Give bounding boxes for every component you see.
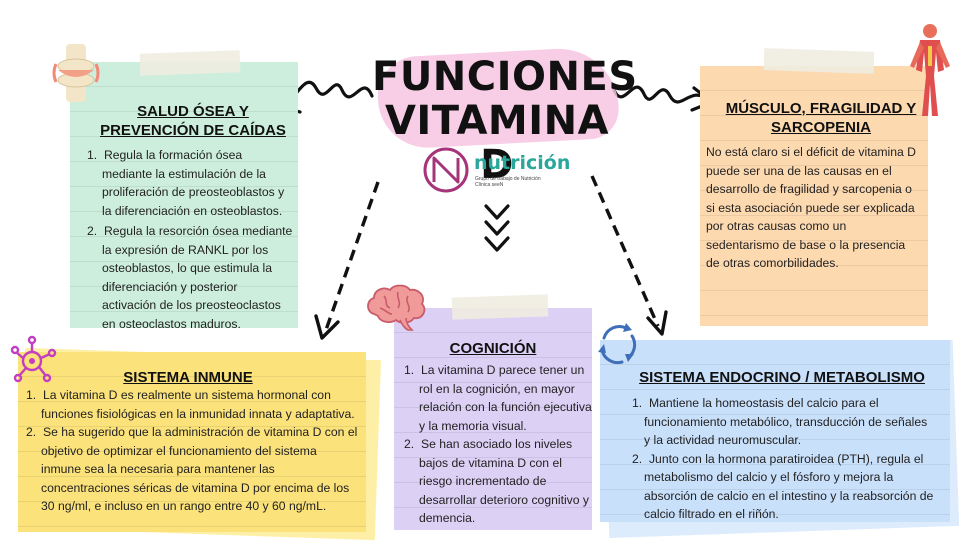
knee-joint-icon (52, 44, 100, 102)
card-bone-health (70, 62, 298, 328)
squiggle-arrow-right (612, 85, 710, 104)
title-line-1: FUNCIONES (372, 54, 638, 100)
list-item: 1. La vitamina D parece tener un rol en … (404, 363, 592, 433)
logo-subtitle: Grupo de trabajo de Nutrición Clínica se… (475, 176, 541, 188)
muscle-paragraph: No está claro si el déficit de vitamina … (706, 145, 916, 270)
list-item: 2. Se ha sugerido que la administración … (26, 425, 358, 513)
brain-icon (367, 284, 426, 331)
bone-list: 1. Regula la formación ósea mediante la … (87, 146, 302, 333)
endocrine-heading: SISTEMA ENDOCRINO / METABOLISMO (639, 369, 925, 386)
squiggle-arrow-left (282, 80, 374, 106)
list-item: 1. Regula la formación ósea mediante la … (87, 148, 285, 218)
dashed-arrow-immune (324, 181, 380, 331)
card-immune (18, 352, 366, 532)
list-item: 1. La vitamina D es realmente un sistema… (26, 388, 355, 421)
tape-bone (139, 50, 241, 76)
arrow-head-endocrine (646, 310, 668, 336)
immune-list: 1. La vitamina D es realmente un sistema… (26, 386, 371, 516)
card-muscle (700, 66, 928, 326)
page-title: FUNCIONES VITAMINA D (372, 54, 638, 188)
list-item: 2. Se han asociado los niveles bajos de … (404, 437, 590, 525)
endocrine-list: 1. Mantiene la homeostasis del calcio pa… (632, 394, 957, 524)
logo-wordmark: nutrición (474, 152, 571, 174)
list-item: 2. Regula la resorción ósea mediante la … (87, 224, 293, 331)
cognition-list: 1. La vitamina D parece tener un rol en … (404, 361, 599, 528)
bone-heading: SALUD ÓSEA Y PREVENCIÓN DE CAÍDAS (100, 103, 286, 139)
immune-heading: SISTEMA INMUNE (123, 369, 253, 386)
muscle-heading: MÚSCULO, FRAGILIDAD Y SARCOPENIA (725, 100, 917, 136)
dashed-arrow-endocrine (590, 175, 660, 327)
title-line-2: VITAMINA D (384, 98, 610, 188)
n-logo-icon (423, 147, 469, 193)
list-item: 1. Mantiene la homeostasis del calcio pa… (632, 396, 928, 447)
muscle-body-icon (910, 24, 950, 116)
card-endocrine (600, 340, 950, 522)
tape-muscle (763, 48, 875, 74)
cognition-heading: COGNICIÓN (449, 340, 537, 357)
card-cognition (394, 308, 592, 530)
chevrons-down-icon (484, 204, 510, 252)
arrow-head-immune (314, 314, 340, 340)
list-item: 2. Junto con la hormona paratiroidea (PT… (632, 451, 934, 522)
tape-cognition (451, 294, 549, 320)
cycle-arrows-icon (598, 323, 637, 365)
virus-molecule-icon (10, 335, 57, 383)
